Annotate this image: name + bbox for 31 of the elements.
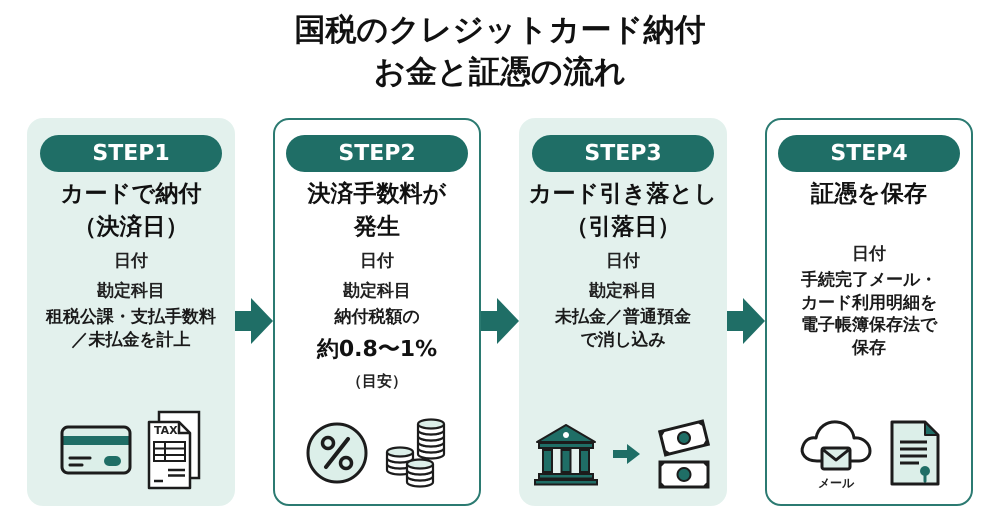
diagram-title: 国税のクレジットカード納付お金と証憑の流れ [294,11,706,92]
step-heading: カードで納付（決済日） [59,180,202,242]
step-card [27,118,235,506]
step-badge: STEP3 [532,135,714,172]
step-heading: カード引き落とし（引落日） [528,180,718,242]
flow-arrow [235,298,273,344]
body-text: 手続完了メール・カード利用明細を電子帳簿保存法で保存 [800,269,939,359]
step-heading: 証憑を保存 [810,180,928,209]
step-card [273,118,481,506]
field-label: 勘定科目 [589,280,657,303]
field-label: 日付 [360,250,394,273]
step-card [519,118,727,506]
body-text: 未払金／普通預金で消し込み [554,306,692,351]
step-heading: 決済手数料が発生 [306,180,448,242]
icon-caption: メール [818,476,854,490]
body-text: 納付税額の [334,306,420,328]
step-badge: STEP4 [778,135,960,172]
field-label: 日付 [606,250,640,273]
flow-arrow [481,298,519,344]
flow-arrow [727,298,765,344]
step-badge: STEP1 [40,135,222,172]
field-label: 勘定科目 [343,280,411,303]
percentage-text: 約0.8〜1% [316,336,438,364]
step-card [765,118,973,506]
body-text: 租税公課・支払手数料／未払金を計上 [44,306,217,351]
note-text: （目安） [347,370,407,392]
document-label: TAX [154,424,178,437]
step-badge: STEP2 [286,135,468,172]
field-label: 日付 [114,250,148,273]
field-label: 勘定科目 [97,280,165,303]
field-label: 日付 [852,243,886,266]
